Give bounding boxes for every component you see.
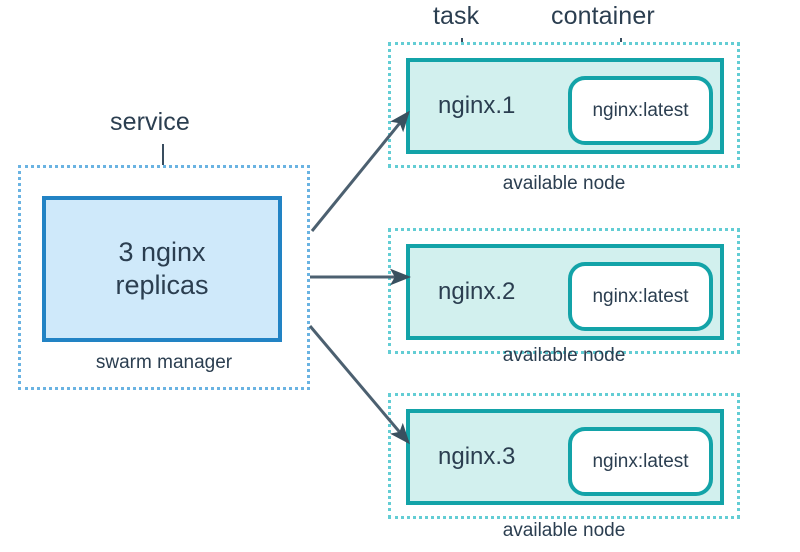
container-image-label: nginx:latest: [592, 285, 689, 307]
service-box: 3 nginx replicas: [42, 196, 282, 342]
available-node-label: available node: [502, 345, 626, 366]
available-node-group: nginx.2 nginx:latest: [388, 228, 740, 354]
callout-label-container: container: [551, 2, 655, 30]
container-box: nginx:latest: [568, 262, 713, 331]
task-name-label: nginx.3: [438, 443, 516, 470]
task-box: nginx.3 nginx:latest: [406, 409, 724, 505]
callout-label-service: service: [110, 108, 190, 136]
swarm-manager-label: swarm manager: [95, 352, 233, 373]
available-node-label: available node: [502, 173, 626, 194]
task-box: nginx.1 nginx:latest: [406, 58, 724, 154]
container-image-label: nginx:latest: [592, 99, 689, 121]
available-node-group: nginx.1 nginx:latest: [388, 42, 740, 168]
container-image-label: nginx:latest: [592, 450, 689, 472]
available-node-group: nginx.3 nginx:latest: [388, 393, 740, 519]
available-node-label: available node: [502, 520, 626, 541]
task-box: nginx.2 nginx:latest: [406, 244, 724, 340]
service-box-label: 3 nginx replicas: [115, 237, 209, 300]
container-box: nginx:latest: [568, 76, 713, 145]
container-box: nginx:latest: [568, 427, 713, 496]
task-name-label: nginx.2: [438, 278, 516, 305]
task-name-label: nginx.1: [438, 92, 516, 119]
callout-label-task: task: [433, 2, 480, 30]
